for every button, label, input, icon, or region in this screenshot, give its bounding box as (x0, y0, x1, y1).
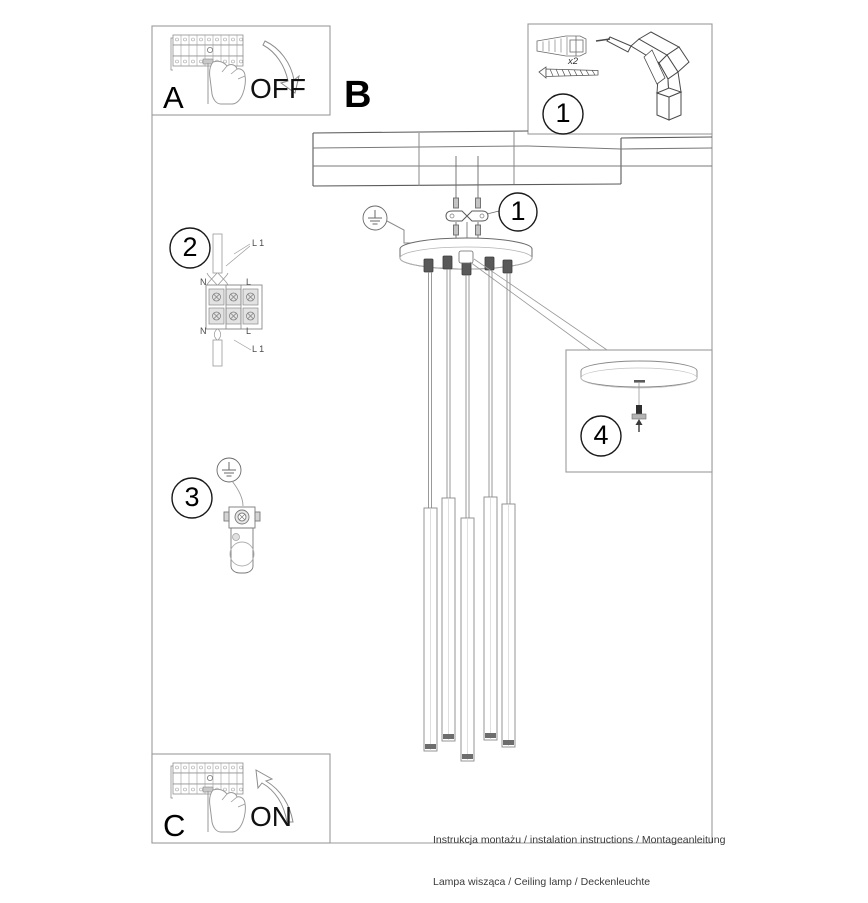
step-1-drill-badge (542, 93, 584, 135)
footer-line-2: Lampa wisząca / Ceiling lamp / Deckenleu… (433, 876, 651, 888)
canopy-cable-grips (423, 250, 513, 276)
step-1-drill-number: 1 (555, 98, 571, 128)
panel-b-letter: B (344, 74, 372, 116)
wall-plug-icon (536, 35, 587, 57)
panel-a-hand-icon (207, 60, 246, 105)
terminal-label-n-bottom: N (200, 326, 207, 336)
tube-pendant (423, 507, 438, 752)
panel-c-action-label: ON (250, 801, 292, 832)
panel-a-arrow-icon (262, 40, 300, 94)
panel-c-breaker-icon (170, 762, 244, 799)
terminal-label-l-top: L (246, 277, 252, 287)
panel-a-action-label: OFF (250, 73, 306, 104)
panel-4-callout-lines (469, 258, 611, 358)
diagram-canvas: x2 (151, 23, 713, 844)
ceiling-anchor-screws (453, 156, 481, 246)
step-2-number: 2 (182, 232, 198, 262)
footer-line-1: Instrukcja montażu / instalation instruc… (433, 834, 726, 846)
ceiling-beam (312, 130, 713, 187)
earth-ground-symbol-assembly (362, 205, 416, 244)
step-1-bracket-number: 1 (510, 196, 526, 226)
lamp-socket-icon (223, 506, 261, 574)
step-4-number: 4 (593, 420, 609, 450)
quantity-label: x2 (567, 56, 579, 67)
panel-4-canopy-icon (580, 360, 698, 389)
tube-pendant (501, 503, 516, 748)
pendant-cables (428, 269, 511, 518)
instruction-sheet: x2 (151, 23, 725, 888)
step-1-bracket-callout (486, 192, 538, 232)
panel-c-hand-icon (207, 788, 246, 833)
step-3-badge (171, 477, 213, 519)
panel-c-letter: C (163, 808, 186, 843)
step-3-earth-symbol (216, 457, 244, 507)
terminal-label-l1-top: L 1 (252, 238, 265, 248)
terminal-label-n-top: N (200, 277, 207, 287)
terminal-label-l1-bottom: L 1 (252, 344, 265, 354)
tube-pendant (483, 496, 498, 741)
terminal-block-icon (205, 233, 263, 367)
wood-screw-icon (538, 66, 599, 79)
tube-pendants (423, 496, 516, 762)
step-4-badge (580, 415, 622, 457)
mounting-bracket-icon (445, 210, 489, 222)
power-drill-icon (595, 31, 690, 121)
panel-c-arrow-icon (255, 769, 294, 823)
tube-pendant (460, 517, 475, 762)
panel-a-letter: A (163, 80, 184, 115)
panel-a-breaker-icon (170, 34, 244, 71)
step-2-badge (169, 227, 211, 269)
terminal-label-l-bottom: L (246, 326, 252, 336)
panel-4-screw-up-icon (631, 382, 647, 432)
step-3-number: 3 (184, 482, 200, 512)
tube-pendant (441, 497, 456, 742)
footer-text: Instrukcja montażu / instalation instruc… (433, 805, 725, 903)
